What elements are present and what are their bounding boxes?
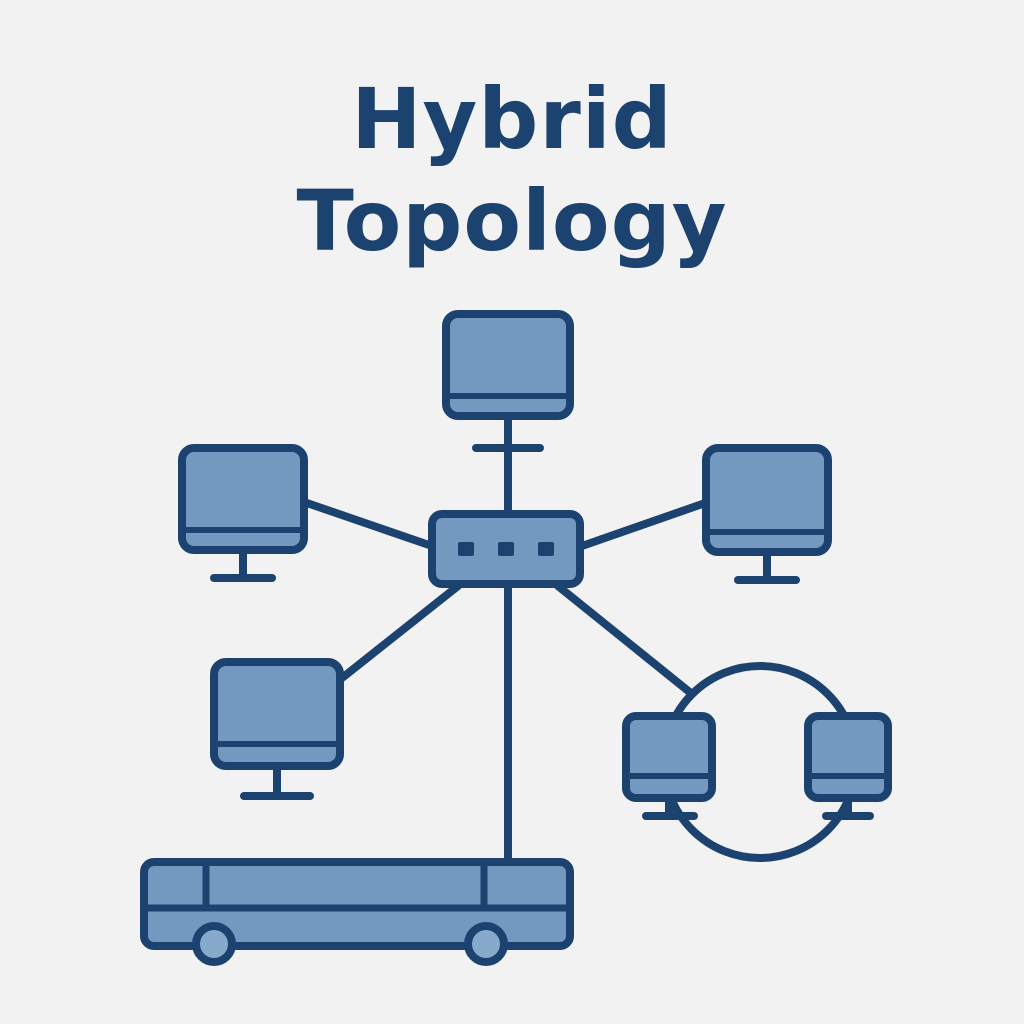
link-ring [554, 582, 696, 698]
ring-computer-left [622, 712, 716, 820]
computer-right [702, 444, 832, 584]
monitor-icon [210, 658, 344, 770]
monitor-icon [622, 712, 716, 802]
bus-backbone-icon [140, 858, 574, 950]
connection-links [300, 448, 712, 868]
bus-terminator-left [192, 922, 236, 966]
bus-backbone [140, 858, 574, 966]
title-line-2: Topology [296, 172, 728, 270]
link-right-computer [578, 498, 712, 550]
ring-network [622, 662, 892, 862]
monitor-icon [702, 444, 832, 556]
computer-left [178, 444, 308, 582]
bus-terminator-right [464, 922, 508, 966]
link-left-computer [300, 498, 436, 550]
monitor-icon [442, 310, 574, 420]
monitor-icon [178, 444, 308, 554]
diagram-title: Hybrid Topology [0, 68, 1024, 272]
computer-top [442, 310, 574, 452]
central-hub [428, 510, 584, 588]
hub-port-light [498, 542, 514, 556]
hub-port-light [458, 542, 474, 556]
computer-lower-left [210, 658, 344, 800]
title-line-1: Hybrid [351, 70, 673, 168]
monitor-icon [804, 712, 892, 802]
link-lower-left-computer [338, 582, 462, 682]
ring-computer-right [804, 712, 892, 820]
hub-port-light [538, 542, 554, 556]
